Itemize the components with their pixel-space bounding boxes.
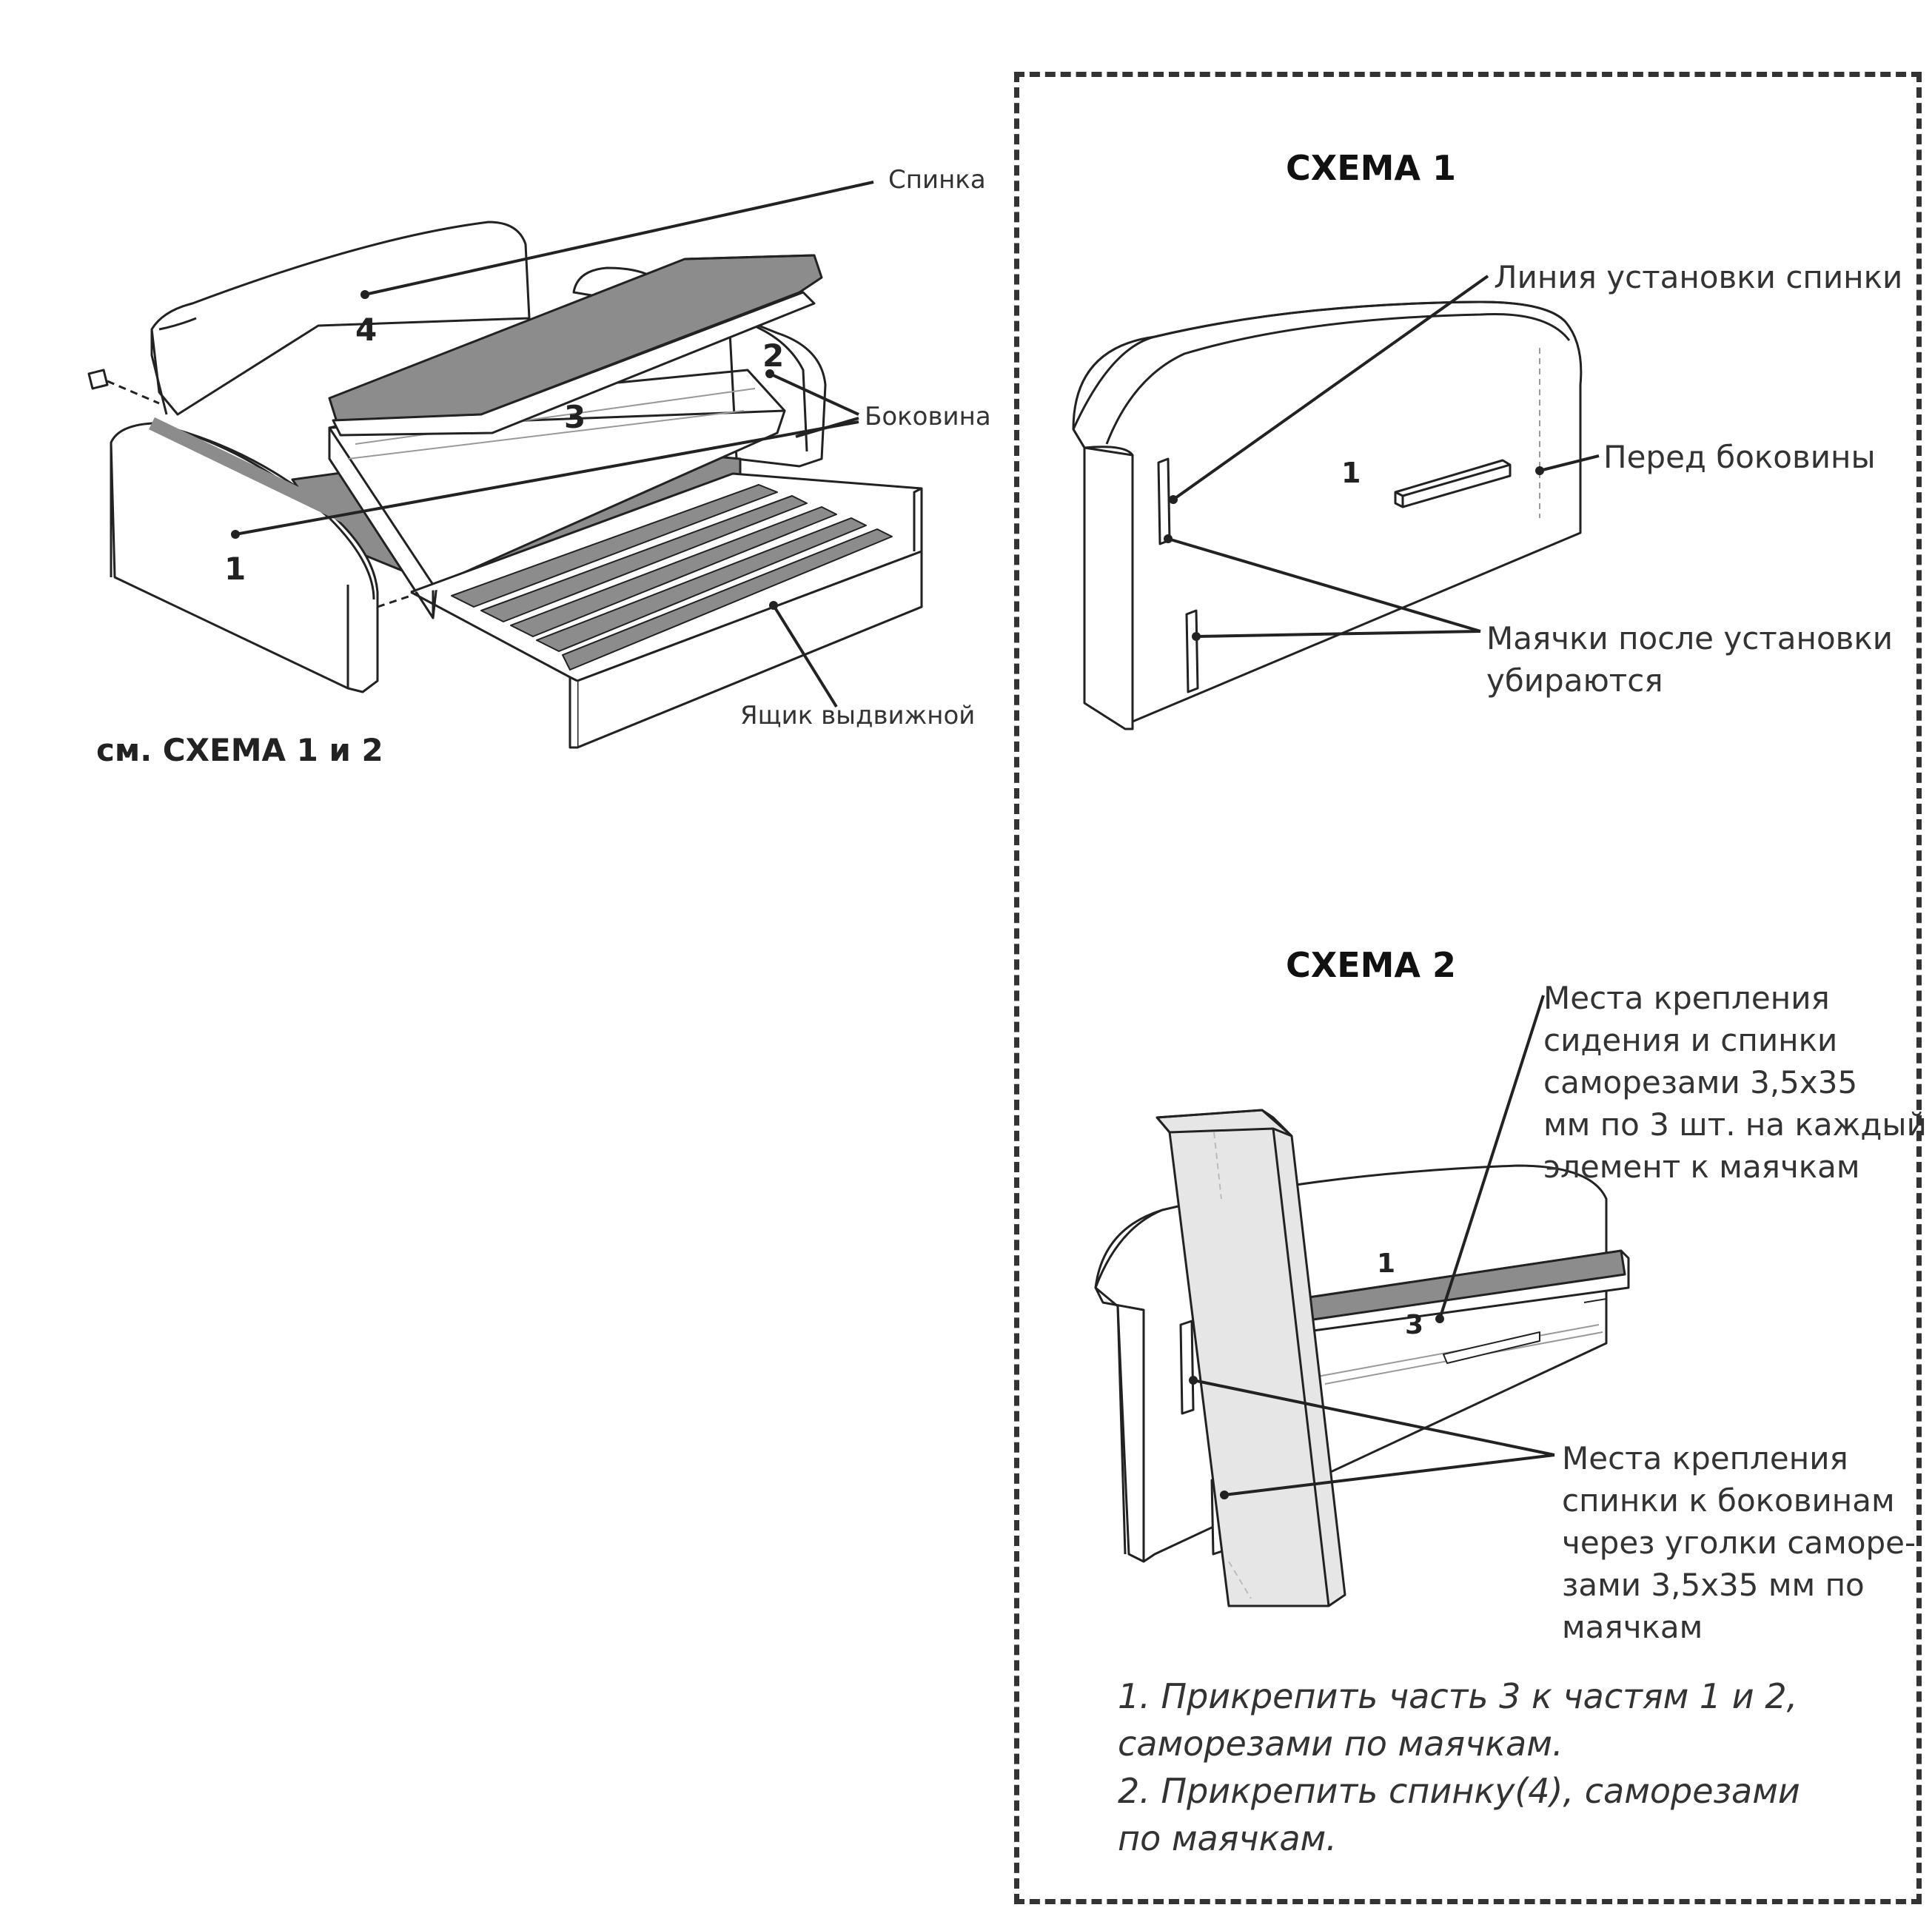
sofa-top-slab	[328, 254, 823, 437]
schemes-frame	[1014, 72, 1922, 1904]
overview-leader-lines	[235, 181, 874, 708]
see-schemes-note: см. СХЕМА 1 и 2	[96, 732, 383, 768]
part-number-3: 3	[564, 399, 586, 435]
label-markers-removed: Маячки после установки убираются	[1486, 617, 1893, 702]
scheme1-part-number-1: 1	[1341, 457, 1361, 489]
instruction-line: саморезами по маячкам.	[1118, 1724, 1563, 1764]
scheme1-title: СХЕМА 1	[1286, 148, 1457, 188]
instruction-line: 2. Прикрепить спинку(4), саморезами	[1118, 1771, 1800, 1811]
scheme1-leader-lines	[1167, 275, 1600, 638]
back-side-fastening-line: маячкам	[1562, 1609, 1703, 1645]
back-side-fastening-line: зами 3,5х35 мм по	[1562, 1567, 1865, 1603]
label-seat-back-fastening: Места крепления сидения и спинки саморез…	[1543, 977, 1927, 1188]
seat-back-fastening-line: элемент к маячкам	[1543, 1149, 1860, 1185]
instruction-line: по маячкам.	[1118, 1818, 1337, 1858]
label-back-side-fastening: Места крепления спинки к боковинам через…	[1562, 1437, 1916, 1648]
scheme2-leader-lines	[1193, 995, 1555, 1496]
label-back-install-line: Линия установки спинки	[1494, 259, 1903, 295]
label-side-front: Перед боковины	[1603, 439, 1876, 475]
scheme2-assembly	[1094, 1109, 1630, 1607]
corner-bracket	[87, 369, 160, 405]
seat-back-fastening-line: Места крепления	[1543, 980, 1830, 1016]
seat-back-fastening-line: саморезами 3,5х35	[1543, 1064, 1858, 1100]
seat-back-fastening-line: сидения и спинки	[1543, 1022, 1838, 1058]
part-number-4: 4	[355, 312, 378, 348]
scheme2-part-number-3: 3	[1405, 1310, 1424, 1340]
instruction-line: 1. Прикрепить часть 3 к частям 1 и 2,	[1118, 1676, 1798, 1716]
seat-back-fastening-line: мм по 3 шт. на каждый	[1543, 1106, 1927, 1143]
back-side-fastening-line: через уголки саморе-	[1562, 1525, 1916, 1561]
sofa-back-panel	[150, 221, 531, 416]
sofa-side-panel-left	[110, 417, 379, 693]
back-side-fastening-line: Места крепления	[1562, 1440, 1848, 1476]
part-number-2: 2	[762, 337, 785, 374]
part-number-1: 1	[224, 551, 246, 587]
assembly-instructions: 1. Прикрепить часть 3 к частям 1 и 2, са…	[1118, 1673, 1800, 1862]
sofa-drawer	[410, 472, 923, 749]
scheme2-part-number-1: 1	[1377, 1248, 1396, 1279]
scheme2-title: СХЕМА 2	[1286, 945, 1457, 985]
back-side-fastening-line: спинки к боковинам	[1562, 1482, 1895, 1519]
label-drawer: Ящик выдвижной	[740, 701, 976, 730]
markers-removed-line: убираются	[1486, 662, 1663, 699]
markers-removed-line: Маячки после установки	[1486, 620, 1894, 656]
label-side: Боковина	[865, 402, 991, 431]
label-back: Спинка	[888, 165, 986, 195]
